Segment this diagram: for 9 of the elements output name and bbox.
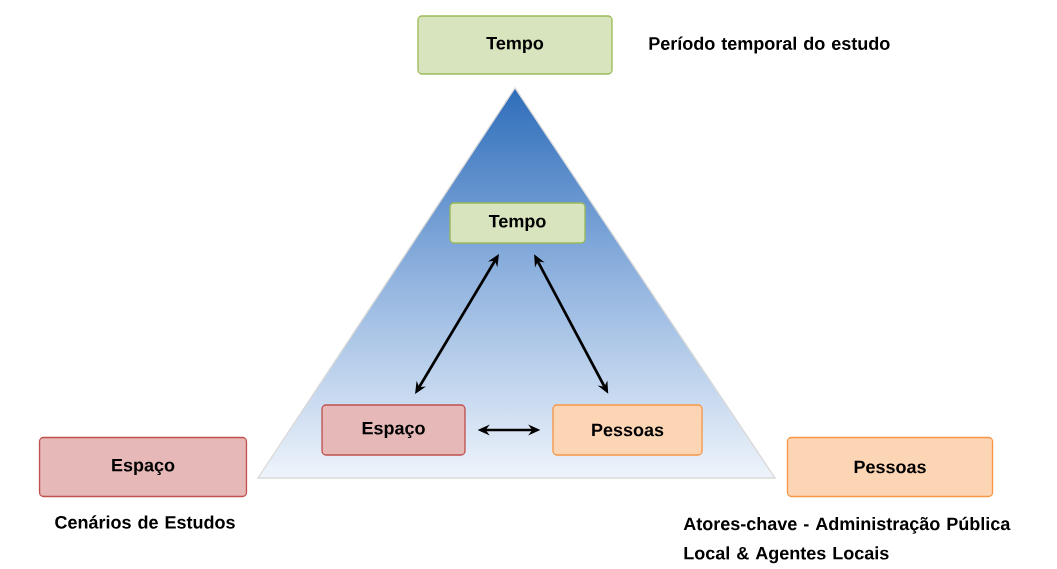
- description-text: Cenários de Estudos: [55, 515, 235, 529]
- description-text: Período temporal do estudo: [649, 36, 890, 54]
- label-box: Pessoas: [786, 436, 994, 498]
- label-box: Espaço: [38, 436, 248, 498]
- label-box: Pessoas: [552, 404, 703, 456]
- label-box: Tempo: [417, 15, 613, 75]
- label-box: Tempo: [449, 202, 586, 244]
- label-box: Espaço: [321, 404, 466, 456]
- description-text: Atores-chave - Administração Pública Local & Agentes Locais: [683, 516, 1011, 564]
